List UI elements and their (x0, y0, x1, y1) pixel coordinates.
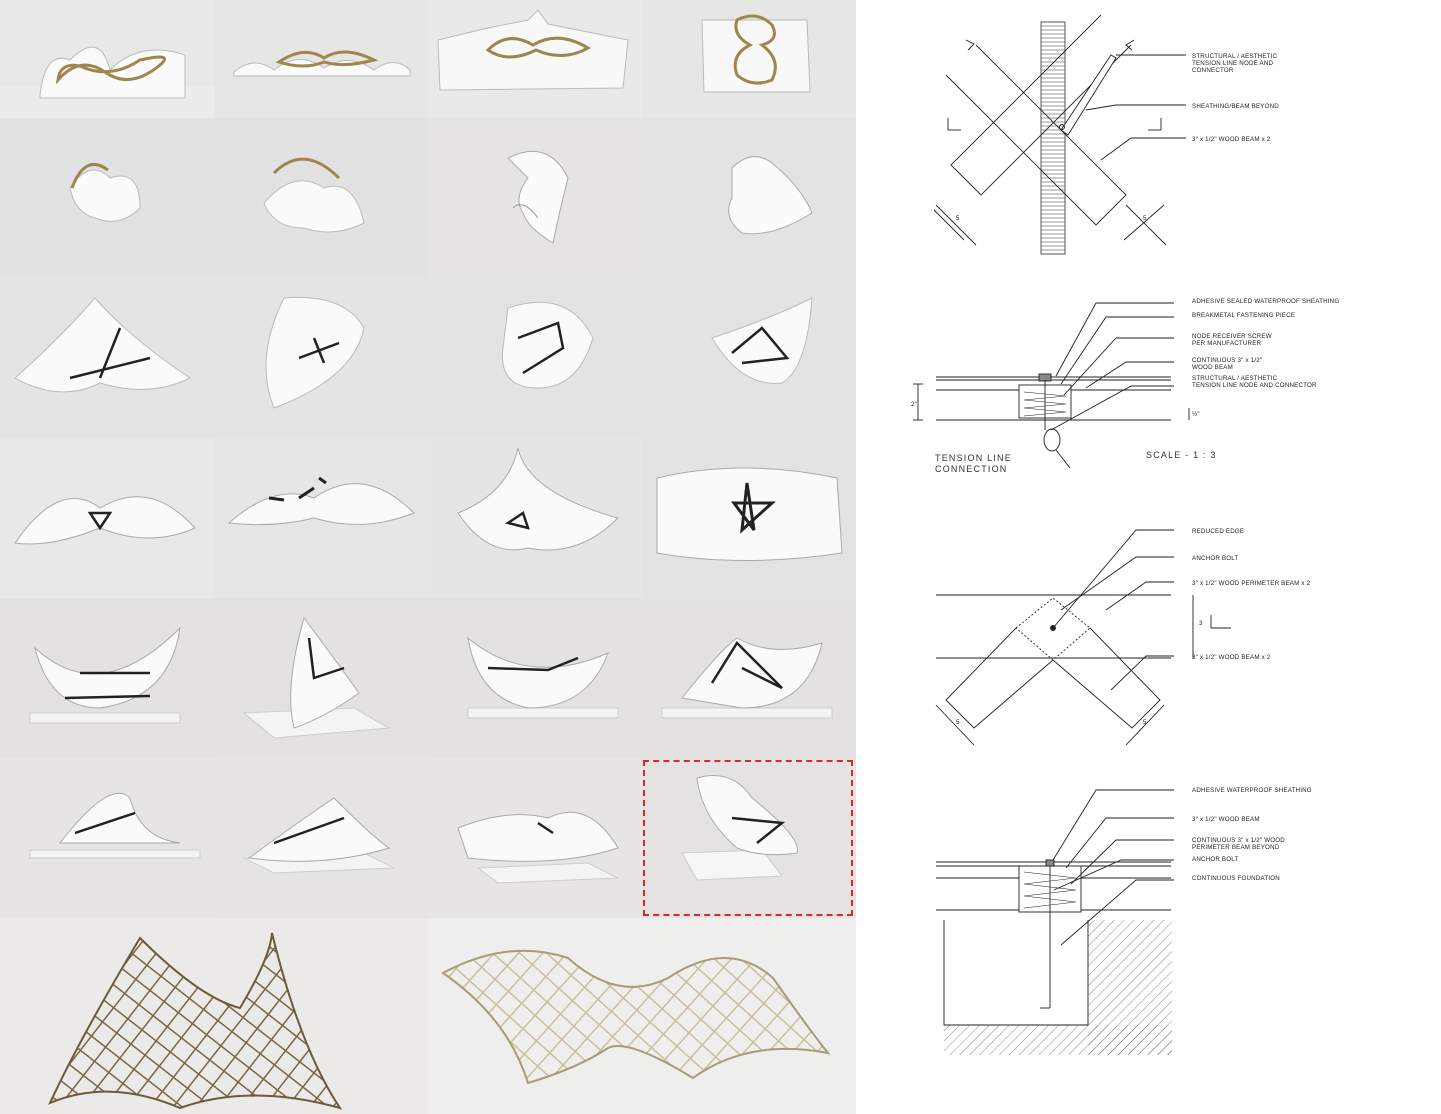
photo-tile[interactable] (0, 278, 214, 438)
label-4f: CONTINUOUS FOUNDATION (1192, 875, 1280, 882)
label-1a: STRUCTURAL / AESTHETIC (1192, 53, 1278, 60)
photo-tile[interactable] (642, 278, 856, 438)
label-1c: CONNECTOR (1192, 67, 1234, 74)
photo-tile[interactable] (0, 758, 214, 918)
dim-1a: 5 (956, 215, 960, 222)
label-1d: SHEATHING/BEAM BEYOND (1192, 103, 1279, 110)
label-4d: PERIMETER BEAM BEYOND (1192, 844, 1280, 851)
label-4b: 3" x 1/2" WOOD BEAM (1192, 816, 1260, 823)
label-3b: ANCHOR BOLT (1192, 555, 1238, 562)
photo-tile[interactable] (214, 278, 428, 438)
label-2e: CONTINUOUS 3" x 1/2" (1192, 357, 1262, 364)
photo-lattice-dark[interactable] (0, 918, 428, 1114)
dim-2b: ½" (1192, 411, 1200, 418)
photo-tile[interactable] (214, 0, 428, 118)
model-photo-grid (0, 0, 856, 1114)
photo-tile[interactable] (428, 0, 642, 118)
label-2d: PER MANUFACTURER (1192, 340, 1262, 347)
photo-tile[interactable] (214, 118, 428, 278)
detail-2-section (913, 302, 1190, 469)
label-3d: 3" x 1/2" WOOD BEAM x 2 (1192, 654, 1271, 661)
photo-tile[interactable] (0, 438, 214, 598)
detail-title-line1: TENSION LINE (935, 453, 1012, 463)
dim-2a: 2" (911, 401, 917, 408)
detail-3-labels: REDUCED EDGE ANCHOR BOLT 3" x 1/2" WOOD … (956, 528, 1311, 726)
dim-3b: 5 (956, 719, 960, 726)
photo-tile[interactable] (428, 278, 642, 438)
label-3c: 3" x 1/2" WOOD PERIMETER BEAM x 2 (1192, 580, 1311, 587)
detail-2-labels: ADHESIVE SEALED WATERPROOF SHEATHING BRE… (911, 298, 1339, 474)
photo-tile[interactable] (0, 118, 214, 278)
detail-1-x-joint (933, 14, 1186, 255)
photo-tile[interactable] (0, 598, 214, 758)
photo-tile[interactable] (214, 438, 428, 598)
photo-tile[interactable] (428, 758, 642, 918)
label-2h: TENSION LINE NODE AND CONNECTOR (1192, 382, 1317, 389)
detail-3-perimeter-joint (935, 529, 1231, 746)
label-4c: CONTINUOUS 3" x 1/2" WOOD (1192, 837, 1285, 844)
dim-3c: 5 (1143, 719, 1147, 726)
photo-tile[interactable] (428, 118, 642, 278)
label-2a: ADHESIVE SEALED WATERPROOF SHEATHING (1192, 298, 1339, 305)
photo-tile[interactable] (214, 758, 428, 918)
scale-note: SCALE - 1 : 3 (1146, 450, 1217, 460)
dim-1b: 5 (1143, 215, 1147, 222)
photo-tile[interactable] (428, 598, 642, 758)
label-3a: REDUCED EDGE (1192, 528, 1244, 535)
detail-4-labels: ADHESIVE WATERPROOF SHEATHING 3" x 1/2" … (1192, 787, 1312, 882)
photo-tile[interactable] (214, 598, 428, 758)
photo-tile-highlighted[interactable] (642, 758, 856, 918)
construction-details: STRUCTURAL / AESTHETIC TENSION LINE NODE… (856, 0, 1441, 1114)
label-4e: ANCHOR BOLT (1192, 856, 1238, 863)
photo-tile[interactable] (642, 118, 856, 278)
label-2b: BREAKMETAL FASTENING PIECE (1192, 312, 1295, 319)
detail-title-line2: CONNECTION (935, 464, 1008, 474)
label-2g: STRUCTURAL / AESTHETIC (1192, 375, 1278, 382)
detail-1-labels: STRUCTURAL / AESTHETIC TENSION LINE NODE… (956, 53, 1279, 222)
photo-lattice-light[interactable] (428, 918, 856, 1114)
label-2f: WOOD BEAM (1192, 364, 1233, 371)
dim-3a: 3 (1199, 620, 1203, 627)
photo-tile[interactable] (642, 0, 856, 118)
photo-tile[interactable] (642, 598, 856, 758)
label-1b: TENSION LINE NODE AND (1192, 60, 1274, 67)
label-1e: 3" x 1/2" WOOD BEAM x 2 (1192, 136, 1271, 143)
label-4a: ADHESIVE WATERPROOF SHEATHING (1192, 787, 1312, 794)
photo-tile[interactable] (0, 0, 214, 118)
photo-tile[interactable] (428, 438, 642, 598)
label-2c: NODE RECEIVER SCREW (1192, 333, 1272, 340)
detail-4-foundation-section (936, 789, 1174, 1055)
photo-tile[interactable] (642, 438, 856, 598)
